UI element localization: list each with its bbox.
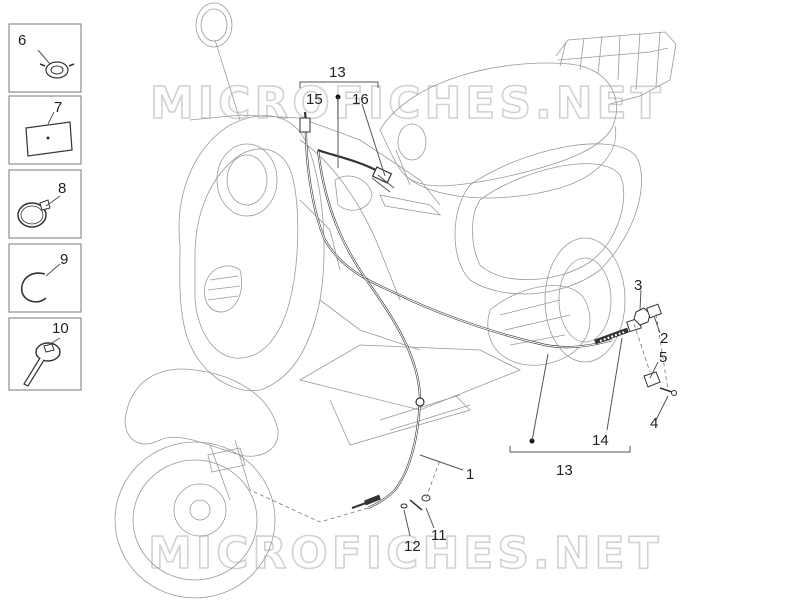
throttle-cable-assembly [299,111,642,510]
callout-1: 1 [466,466,474,483]
leader-lines [299,81,669,537]
scooter-illustration [114,2,677,599]
callout-6: 6 [18,32,26,49]
callout-2: 2 [660,330,668,347]
callout-14: 14 [592,432,609,449]
callout-8: 8 [58,180,66,197]
watermark-bottom: MICROFICHES.NET [148,528,663,579]
callout-12: 12 [404,538,421,555]
inset-panel-7 [8,95,82,165]
callout-9: 9 [60,251,68,268]
cable-tie-icon [23,337,61,387]
watermark-top: MICROFICHES.NET [150,78,665,129]
callout-16: 16 [352,91,369,108]
inset-panel-6 [8,23,82,93]
callout-4: 4 [650,415,658,432]
inset-panel-9 [8,243,82,313]
hose-clamp-icon [17,195,61,228]
callout-15: 15 [306,91,323,108]
inset-panel-8 [8,169,82,239]
callout-3: 3 [634,277,642,294]
callout-11: 11 [431,527,447,544]
callout-7: 7 [54,99,62,116]
callout-labels: 6 7 8 9 10 13 15 16 3 2 5 4 14 13 1 11 1… [18,32,668,555]
callout-10: 10 [52,320,69,337]
inset-panel-10 [8,317,82,391]
callout-13-bottom: 13 [556,462,573,479]
callout-13-top: 13 [329,64,346,81]
assembly-guides [249,313,669,523]
adhesive-plate-icon [25,111,73,157]
callout-5: 5 [659,349,667,366]
small-hardware [400,303,677,511]
cable-clip-icon [37,49,75,79]
wire-ring-icon [20,263,61,303]
